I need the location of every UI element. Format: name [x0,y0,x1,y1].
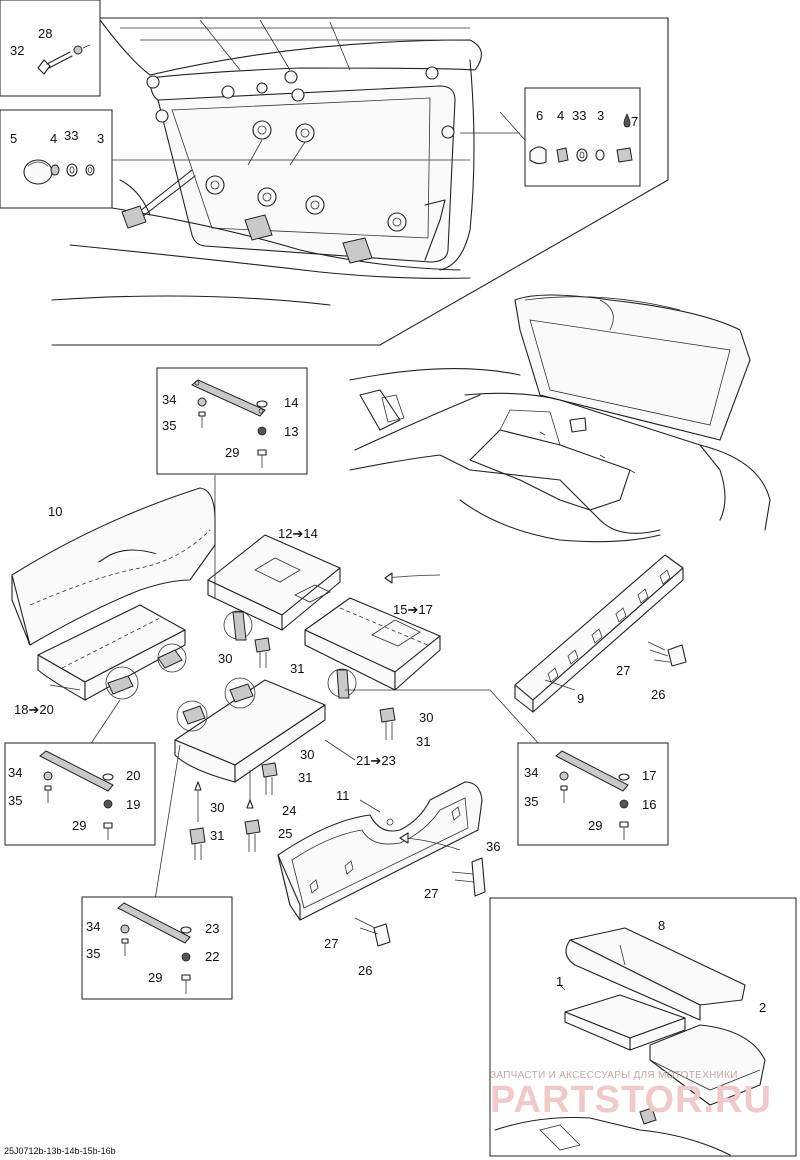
label-21-23: 21➔23 [356,753,396,768]
label-34d: 34 [86,919,100,934]
label-23: 23 [205,921,219,936]
label-28: 28 [38,26,52,41]
label-27b: 27 [424,886,438,901]
label-31d: 31 [210,828,224,843]
inset-bracket-19-20 [4,742,156,846]
label-34c: 34 [524,765,538,780]
inset-bumper-6 [524,87,641,187]
label-14: 14 [284,395,298,410]
trunk-lid-assembly [51,17,669,346]
spacer-blocks [189,637,396,860]
part-11-panel [277,781,483,921]
label-31c: 31 [298,770,312,785]
lid-bumpers [146,66,455,232]
label-34a: 34 [162,392,176,407]
watermark: ЗАПЧАСТИ И АКСЕССУАРЫ ДЛЯ МОТОТЕХНИКИ PA… [490,1070,772,1121]
drawing-code: 25J0712b-13b-14b-15b-16b [4,1146,116,1156]
label-26a: 26 [651,687,665,702]
label-4b: 4 [557,108,564,123]
label-15-17: 15➔17 [393,602,433,617]
label-19: 19 [126,797,140,812]
label-35b: 35 [8,793,22,808]
label-6: 6 [536,108,543,123]
part-10-backrest [11,487,216,646]
label-29d: 29 [148,970,162,985]
label-12-14: 12➔14 [278,526,318,541]
label-34b: 34 [8,765,22,780]
label-31b: 31 [416,734,430,749]
label-26b: 26 [358,963,372,978]
label-7: 7 [631,114,638,129]
label-24: 24 [282,803,296,818]
label-4a: 4 [50,131,57,146]
trunk-tub-view [349,294,771,543]
label-17: 17 [642,768,656,783]
label-18-20: 18➔20 [14,702,54,717]
inset-bracket-16-17 [517,742,669,846]
clip-26-lower [354,917,391,947]
label-11: 11 [336,788,350,803]
label-30a: 30 [218,651,232,666]
label-8: 8 [658,918,665,933]
label-33b: 33 [572,108,586,123]
label-22: 22 [205,949,219,964]
label-35a: 35 [162,418,176,433]
label-13: 13 [284,424,298,439]
label-3b: 3 [597,108,604,123]
label-33a: 33 [64,128,78,143]
label-35c: 35 [524,794,538,809]
inset-bracket-22-23 [81,896,233,1000]
label-2: 2 [759,1000,766,1015]
clip-26-upper [647,641,687,667]
label-31a: 31 [290,661,304,676]
label-5: 5 [10,131,17,146]
leader-lines [49,475,576,901]
label-29a: 29 [225,445,239,460]
watermark-line1: ЗАПЧАСТИ И АКСЕССУАРЫ ДЛЯ МОТОТЕХНИКИ [490,1070,738,1081]
label-27c: 27 [324,936,338,951]
inset-bolt-28-32 [0,0,101,97]
label-35d: 35 [86,946,100,961]
label-30c: 30 [300,747,314,762]
label-29c: 29 [588,818,602,833]
label-16: 16 [642,797,656,812]
label-27a: 27 [616,663,630,678]
label-32: 32 [10,43,24,58]
part-labels: 28 32 5 4 33 3 6 4 33 3 7 34 14 35 13 29… [4,26,766,1156]
watermark-line2: PARTSTOR.RU [490,1079,772,1121]
part-15-17-cushion [304,597,441,699]
inset-bracket-13-14 [156,367,308,475]
part-12-14-cushion [207,534,341,641]
label-36: 36 [486,839,500,854]
label-30b: 30 [419,710,433,725]
label-10: 10 [48,504,62,519]
label-29b: 29 [72,818,86,833]
inset-bumper-5 [0,109,113,209]
part-9-strip [514,554,684,713]
label-20: 20 [126,768,140,783]
label-25: 25 [278,826,292,841]
part-21-23-cushion [174,677,326,783]
label-3a: 3 [97,131,104,146]
label-9: 9 [577,691,584,706]
label-1: 1 [556,974,563,989]
inset-seat-parts-1-2-8 [489,897,797,1157]
clip-36 [451,857,486,897]
label-30d: 30 [210,800,224,815]
